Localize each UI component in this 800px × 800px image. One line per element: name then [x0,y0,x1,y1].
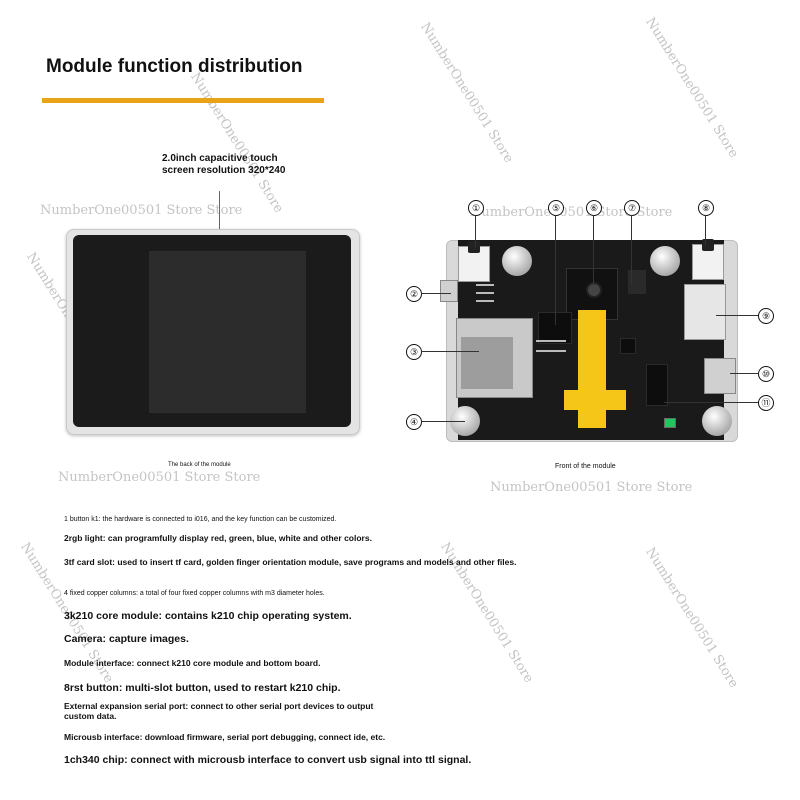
leader-line [475,215,476,247]
callout-8: ⑧ [698,200,714,216]
callout-3: ③ [406,344,422,360]
watermark: NumberOne00501 Store [642,15,742,161]
callout-10: ⑩ [758,366,774,382]
callout-2: ② [406,286,422,302]
leader-line [705,215,706,245]
screen-label: 2.0inch capacitive touch screen resoluti… [162,153,286,176]
callout-1: ① [468,200,484,216]
pin [536,340,566,342]
ribbon-cable [578,310,606,428]
callout-6: ⑥ [586,200,602,216]
module-interface [628,270,646,294]
leader-line [421,351,479,352]
camera-lens [586,282,602,298]
desc-rst-button: 8rst button: multi-slot button, used to … [64,682,341,694]
desc-module-interface: Module interface: connect k210 core modu… [64,658,321,668]
leader-line [421,293,451,294]
callout-7: ⑦ [624,200,640,216]
module-back-image [66,229,360,435]
leader-line [716,315,758,316]
serial-port-connector [684,284,726,340]
ribbon-connector [564,390,626,410]
pin [536,350,566,352]
power-led [664,418,676,428]
desc-button-k1: 1 button k1: the hardware is connected t… [64,516,337,523]
tf-card-slot [456,318,533,398]
desc-copper-columns: 4 fixed copper columns: a total of four … [64,590,325,597]
callout-11: ⑪ [758,395,774,411]
leader-line [555,215,556,325]
rst-button [692,239,724,280]
leader-line [631,215,632,285]
caption-back: The back of the module [168,462,231,468]
desc-ch340-chip: 1ch340 chip: connect with microusb inter… [64,754,472,766]
desc-core-module: 3k210 core module: contains k210 chip op… [64,610,352,622]
desc-microusb: Microusb interface: download firmware, s… [64,732,386,742]
leader-line [730,373,758,374]
screen-leader-line [219,191,220,251]
caption-front: Front of the module [555,463,616,470]
touch-screen [73,235,351,427]
rgb-led-chip [440,280,458,302]
screen-display-area [149,251,306,413]
title-underline [42,98,324,103]
small-chip [620,338,636,354]
microusb-port [704,358,736,394]
desc-rgb-light: 2rgb light: can programfully display red… [64,533,372,543]
page-title: Module function distribution [46,56,303,77]
copper-column [702,406,732,436]
leader-line [664,402,758,403]
callout-9: ⑨ [758,308,774,324]
pin [476,300,494,302]
k1-button [458,241,490,282]
watermark: NumberOne00501 Store [187,70,287,216]
pin [476,284,494,286]
ch340-chip [646,364,668,406]
callout-4: ④ [406,414,422,430]
watermark: NumberOne00501 Store Store [40,203,243,218]
module-front-image [440,239,738,442]
callout-5: ⑤ [548,200,564,216]
watermark: NumberOne00501 Store Store [490,480,693,495]
watermark: NumberOne00501 Store Store [470,205,673,220]
desc-tf-card-slot: 3tf card slot: used to insert tf card, g… [64,557,517,567]
desc-serial-port: External expansion serial port: connect … [64,701,374,721]
copper-column [650,246,680,276]
pin [476,292,494,294]
copper-column [502,246,532,276]
leader-line [593,215,594,285]
watermark: NumberOne00501 Store [417,20,517,166]
desc-camera: Camera: capture images. [64,633,189,645]
watermark: NumberOne00501 Store Store [58,470,261,485]
leader-line [421,421,465,422]
watermark: NumberOne00501 Store [642,545,742,691]
